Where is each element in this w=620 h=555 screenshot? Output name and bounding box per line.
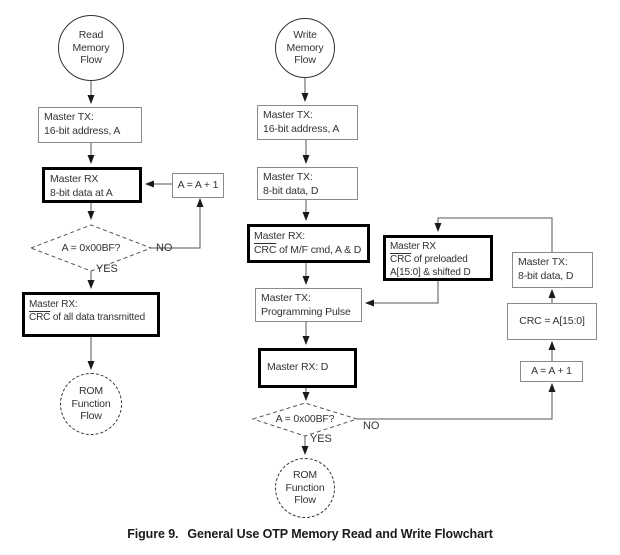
- box-line: Master TX:: [44, 111, 94, 123]
- read-master-rx-crc-box: Master RX: CRC of all data transmitted: [22, 292, 160, 337]
- box-line: Master TX:: [263, 109, 313, 121]
- write-master-tx-address-box: Master TX: 16-bit address, A: [257, 105, 358, 140]
- loop-master-tx-data-box: Master TX: 8-bit data, D: [512, 252, 593, 288]
- terminal-line: Flow: [80, 410, 102, 423]
- write-programming-pulse-box: Master TX: Programming Pulse: [255, 288, 362, 322]
- figure-caption-number: Figure 9.: [127, 527, 179, 541]
- box-line: Programming Pulse: [261, 305, 351, 318]
- box-line: 16-bit address, A: [44, 124, 121, 137]
- box-line: Master TX:: [263, 171, 313, 183]
- box-line: A[15:0] & shifted D: [390, 266, 471, 278]
- path-rxcrcpreloaded-to-pulse: [365, 281, 439, 307]
- figure-caption-title: General Use OTP Memory Read and Write Fl…: [187, 527, 493, 541]
- read-master-rx-data-box: Master RX 8-bit data at A: [42, 167, 142, 203]
- path-read-no-to-increment: [151, 198, 204, 249]
- write-decision-diamond: [251, 402, 359, 437]
- box-line: Master TX:: [518, 256, 568, 268]
- terminal-line: Function: [285, 481, 325, 494]
- write-master-rx-d-box: Master RX: D: [258, 348, 357, 388]
- write-master-tx-data-box: Master TX: 8-bit data, D: [257, 167, 358, 200]
- write-end-terminal: ROM Function Flow: [275, 458, 335, 518]
- figure-caption: Figure 9. General Use OTP Memory Read and…: [0, 527, 620, 541]
- terminal-line: Memory: [286, 41, 324, 54]
- box-line: Master RX:: [254, 230, 306, 242]
- path-write-no-to-increment: [357, 383, 556, 420]
- box-line-rest: of all data transmitted: [50, 312, 146, 324]
- terminal-line: Write: [293, 28, 317, 41]
- box-line: Master TX:: [261, 292, 311, 304]
- write-no-label: NO: [363, 420, 380, 432]
- box-line: CRC of all data transmitted: [29, 311, 154, 324]
- read-end-terminal: ROM Function Flow: [60, 373, 122, 435]
- path-txdata-to-rxcrcpreloaded: [434, 217, 553, 252]
- read-decision-label: A = 0x00BF?: [61, 242, 121, 254]
- crc-overline-text: CRC: [390, 253, 412, 265]
- read-master-tx-address-box: Master TX: 16-bit address, A: [38, 107, 142, 143]
- terminal-line: Flow: [294, 54, 316, 67]
- crc-overline-text: CRC: [29, 312, 51, 324]
- box-line-rest: of preloaded: [411, 253, 468, 265]
- box-line: CRC of M/F cmd, A & D: [254, 244, 364, 258]
- loop-crc-assign-box: CRC = A[15:0]: [507, 303, 597, 340]
- write-start-terminal: Write Memory Flow: [275, 18, 335, 78]
- box-line: Master RX: [50, 173, 99, 185]
- write-decision-label: A = 0x00BF?: [275, 413, 335, 425]
- read-no-label: NO: [156, 242, 173, 254]
- write-yes-label: YES: [310, 433, 332, 445]
- box-line-rest: of M/F cmd, A & D: [276, 243, 362, 256]
- write-master-rx-crc-cmd-box: Master RX: CRC of M/F cmd, A & D: [247, 224, 370, 263]
- terminal-line: Function: [71, 397, 111, 410]
- box-line: 8-bit data, D: [263, 184, 319, 197]
- loop-increment-box: A = A + 1: [520, 361, 583, 382]
- box-line: 16-bit address, A: [263, 122, 340, 135]
- box-line: CRC of preloaded: [390, 254, 487, 267]
- box-line: Master RX:: [29, 299, 78, 310]
- terminal-line: Flow: [80, 54, 102, 67]
- box-line: 8-bit data at A: [50, 186, 113, 199]
- terminal-line: ROM: [292, 468, 318, 481]
- loop-master-rx-crc-preloaded-box: Master RX CRC of preloaded A[15:0] & shi…: [383, 235, 493, 281]
- read-start-terminal: Read Memory Flow: [58, 15, 124, 81]
- terminal-line: Read: [78, 28, 104, 41]
- read-decision-diamond: [29, 224, 153, 272]
- box-line: Master RX: [390, 241, 436, 252]
- crc-overline-text: CRC: [254, 243, 277, 256]
- read-yes-label: YES: [96, 263, 118, 275]
- terminal-line: Flow: [294, 494, 316, 507]
- read-increment-box: A = A + 1: [172, 173, 224, 198]
- terminal-line: Memory: [72, 41, 110, 54]
- terminal-line: ROM: [78, 384, 104, 397]
- box-line: 8-bit data, D: [518, 269, 574, 282]
